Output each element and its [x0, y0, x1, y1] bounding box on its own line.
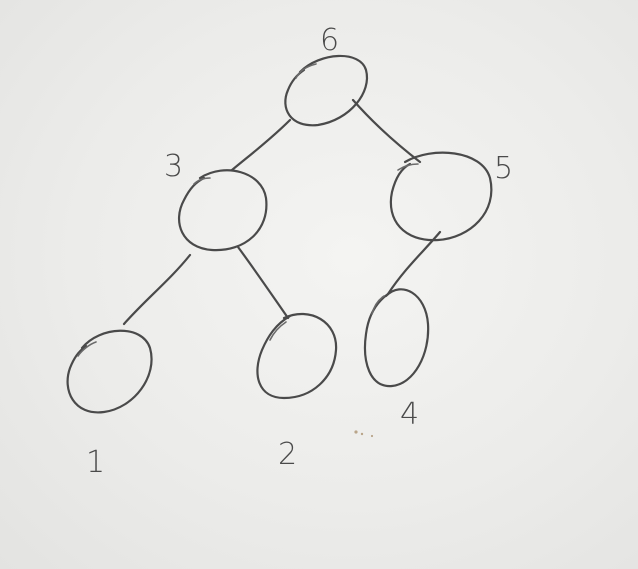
tree-edges	[122, 98, 442, 326]
node-3	[177, 169, 268, 252]
label-5: 5	[494, 151, 513, 186]
label-1: 1	[86, 445, 105, 480]
edge-6-5	[351, 98, 422, 164]
edge-3-2	[236, 245, 290, 320]
node-4	[364, 288, 430, 388]
node-5	[389, 151, 493, 242]
node-2	[256, 312, 338, 400]
edge-3-1	[122, 253, 192, 326]
label-6: 6	[320, 23, 339, 58]
tree-nodes	[66, 54, 493, 414]
edge-6-3	[230, 118, 292, 172]
label-4: 4	[400, 397, 419, 432]
node-labels: 6 3 5 1 2 4	[86, 23, 513, 480]
label-3: 3	[164, 149, 183, 184]
marker-specks	[354, 430, 374, 438]
label-2: 2	[278, 437, 297, 472]
edge-5-4	[386, 230, 442, 296]
node-1	[66, 329, 153, 414]
node-6	[284, 54, 369, 127]
